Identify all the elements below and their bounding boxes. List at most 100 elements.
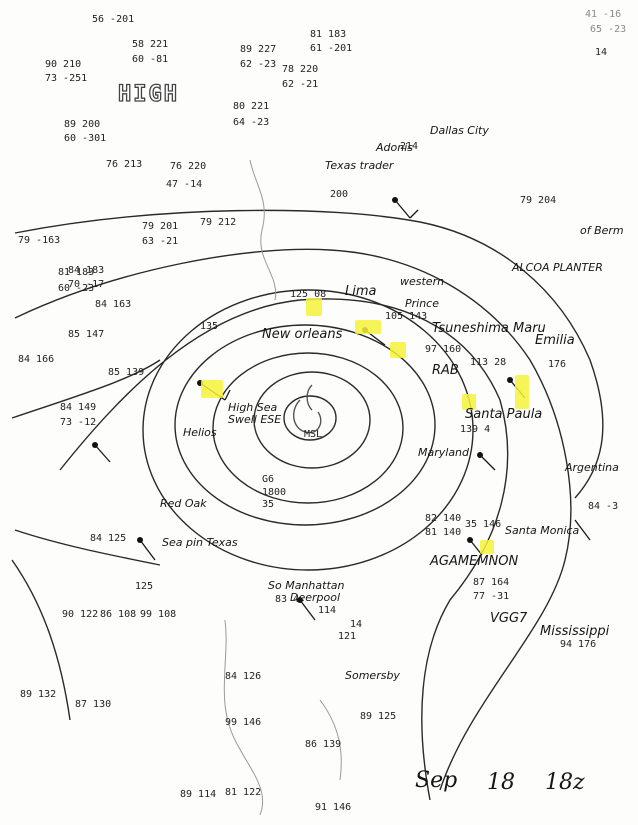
station-observation: 14 bbox=[350, 619, 363, 630]
station-observation: 63 -21 bbox=[142, 236, 179, 247]
ship-label: Texas trader bbox=[325, 159, 394, 172]
highlight-mark bbox=[462, 394, 476, 410]
station-observation: 114 bbox=[318, 605, 337, 616]
ship-label: Dallas City bbox=[430, 124, 489, 137]
coastline-2 bbox=[223, 619, 264, 816]
station-observation: 73 -251 bbox=[45, 73, 88, 84]
station-observation: 81 183 bbox=[310, 29, 347, 40]
station-observation: 90 122 bbox=[62, 609, 99, 620]
wind-barb bbox=[394, 199, 411, 219]
ship-label: Helios bbox=[183, 426, 217, 439]
station-observation: 99 108 bbox=[140, 609, 177, 620]
ship-label: Adonis bbox=[376, 141, 413, 154]
wind-barb bbox=[299, 599, 316, 621]
wind-barb bbox=[94, 444, 111, 463]
station-observation: 99 146 bbox=[225, 717, 262, 728]
station-dot bbox=[392, 197, 398, 203]
station-observation: 14 bbox=[595, 47, 608, 58]
station-observation: 200 bbox=[330, 189, 349, 200]
highlight-mark bbox=[390, 342, 406, 358]
station-observation: 84 126 bbox=[225, 671, 262, 682]
station-observation: 84 183 bbox=[68, 265, 105, 276]
station-observation: 89 227 bbox=[240, 44, 277, 55]
station-observation: 60 -81 bbox=[132, 54, 169, 65]
station-observation: 91 146 bbox=[315, 802, 352, 813]
station-observation: 60 -301 bbox=[64, 133, 107, 144]
ship-label: Argentina bbox=[565, 461, 619, 474]
station-dot bbox=[297, 597, 303, 603]
station-observation: 79 212 bbox=[200, 217, 237, 228]
station-observation: 35 bbox=[262, 499, 275, 510]
station-observation: 89 200 bbox=[64, 119, 101, 130]
station-observation: 83 4 bbox=[275, 594, 300, 605]
station-observation: 76 213 bbox=[106, 159, 143, 170]
station-observation: 60 -23 bbox=[58, 283, 95, 294]
ship-label: ALCOA PLANTER bbox=[512, 261, 603, 274]
isobar-outer bbox=[14, 209, 604, 499]
ship-label: Swell ESE bbox=[228, 413, 282, 426]
ship-label: Emilia bbox=[535, 333, 575, 348]
isobar-4 bbox=[142, 289, 474, 571]
station-observation: 94 176 bbox=[560, 639, 597, 650]
wind-barb bbox=[409, 209, 419, 219]
chart-date-day: 18 bbox=[487, 770, 515, 795]
isobar-2 bbox=[14, 248, 572, 791]
storm-center-label: MSL bbox=[304, 429, 323, 440]
station-observation: 79 201 bbox=[142, 221, 179, 232]
station-observation: 80 221 bbox=[233, 101, 270, 112]
ship-label: G6 bbox=[262, 474, 275, 485]
ship-label: Prince bbox=[405, 297, 439, 310]
station-observation: 135 bbox=[200, 321, 219, 332]
ship-label: Maryland bbox=[418, 446, 470, 459]
highlight-mark bbox=[480, 540, 494, 554]
highlight-mark bbox=[355, 320, 381, 334]
station-observation: 79 204 bbox=[520, 195, 557, 206]
station-observation: 84 125 bbox=[90, 533, 127, 544]
station-observation: 85 139 bbox=[108, 367, 145, 378]
station-dot bbox=[92, 442, 98, 448]
station-observation: 82 140 bbox=[425, 513, 462, 524]
station-observation: 73 -12 bbox=[60, 417, 97, 428]
station-dot bbox=[507, 377, 513, 383]
station-observation: 35 146 bbox=[465, 519, 502, 530]
ship-label: Mississippi bbox=[540, 624, 610, 639]
ship-label: Lima bbox=[345, 284, 377, 299]
station-observation: 97 160 bbox=[425, 344, 462, 355]
station-observation: 41 -16 bbox=[585, 9, 622, 20]
isobar-7 bbox=[253, 371, 371, 469]
station-observation: 139 4 bbox=[460, 424, 491, 435]
isobar-5 bbox=[174, 324, 436, 526]
station-observation: 84 163 bbox=[95, 299, 132, 310]
ship-label: So Manhattan bbox=[268, 579, 345, 592]
station-observation: 86 139 bbox=[305, 739, 342, 750]
station-observation: 81 140 bbox=[425, 527, 462, 538]
station-observation: 65 -23 bbox=[590, 24, 627, 35]
storm-symbol-icon bbox=[293, 384, 322, 434]
isobar-3 bbox=[59, 298, 509, 801]
station-observation: 121 bbox=[338, 631, 357, 642]
ship-label: Santa Monica bbox=[505, 524, 580, 537]
wind-barb bbox=[479, 454, 496, 471]
station-observation: 86 108 bbox=[100, 609, 137, 620]
station-observation: 214 bbox=[400, 141, 419, 152]
highlight-mark bbox=[306, 298, 322, 316]
coastline-3 bbox=[319, 699, 342, 781]
station-observation: 70 -17 bbox=[68, 279, 105, 290]
wind-barb bbox=[574, 519, 591, 541]
station-observation: 78 220 bbox=[282, 64, 319, 75]
station-observation: 84 149 bbox=[60, 402, 97, 413]
station-observation: 1800 bbox=[262, 487, 287, 498]
station-observation: 79 -163 bbox=[18, 235, 61, 246]
isobar-8 bbox=[283, 395, 337, 441]
station-dot bbox=[477, 452, 483, 458]
station-dot bbox=[467, 537, 473, 543]
station-observation: 105 143 bbox=[385, 311, 428, 322]
ship-label: Tsuneshima Maru bbox=[432, 321, 546, 336]
station-observation: 125 08 bbox=[290, 289, 327, 300]
station-observation: 84 -3 bbox=[588, 501, 619, 512]
ship-label: High Sea bbox=[228, 401, 278, 414]
station-observation: 58 221 bbox=[132, 39, 169, 50]
ship-label: Santa Paula bbox=[465, 407, 543, 422]
isobar-bottom-left bbox=[11, 559, 71, 721]
